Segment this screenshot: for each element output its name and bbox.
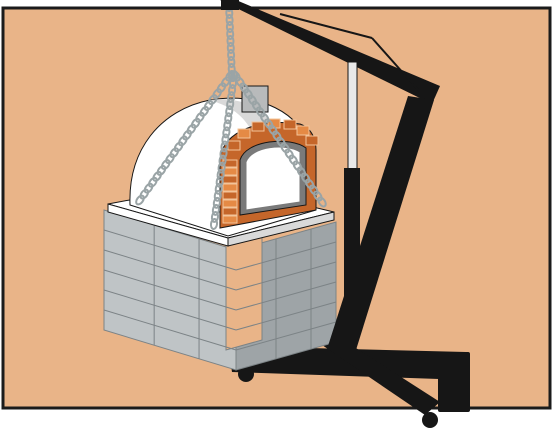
arch-brick [228,141,240,150]
arch-brick [223,200,237,207]
oven-door [246,147,300,210]
arch-brick [223,208,237,215]
hydraulic-piston-rod [348,62,357,172]
arch-brick [223,184,237,191]
crane-foot-right [438,352,470,412]
caster-wheel-right [422,412,438,428]
hydraulic-piston-cylinder [344,168,360,298]
arch-brick [297,126,309,135]
arch-brick [223,192,237,199]
arch-brick [284,120,296,129]
arch-brick [252,122,264,131]
arch-brick [306,136,318,145]
arch-brick [238,129,250,138]
arch-brick [223,176,237,183]
boom-hook-mount [221,0,239,10]
arch-brick [223,216,237,223]
